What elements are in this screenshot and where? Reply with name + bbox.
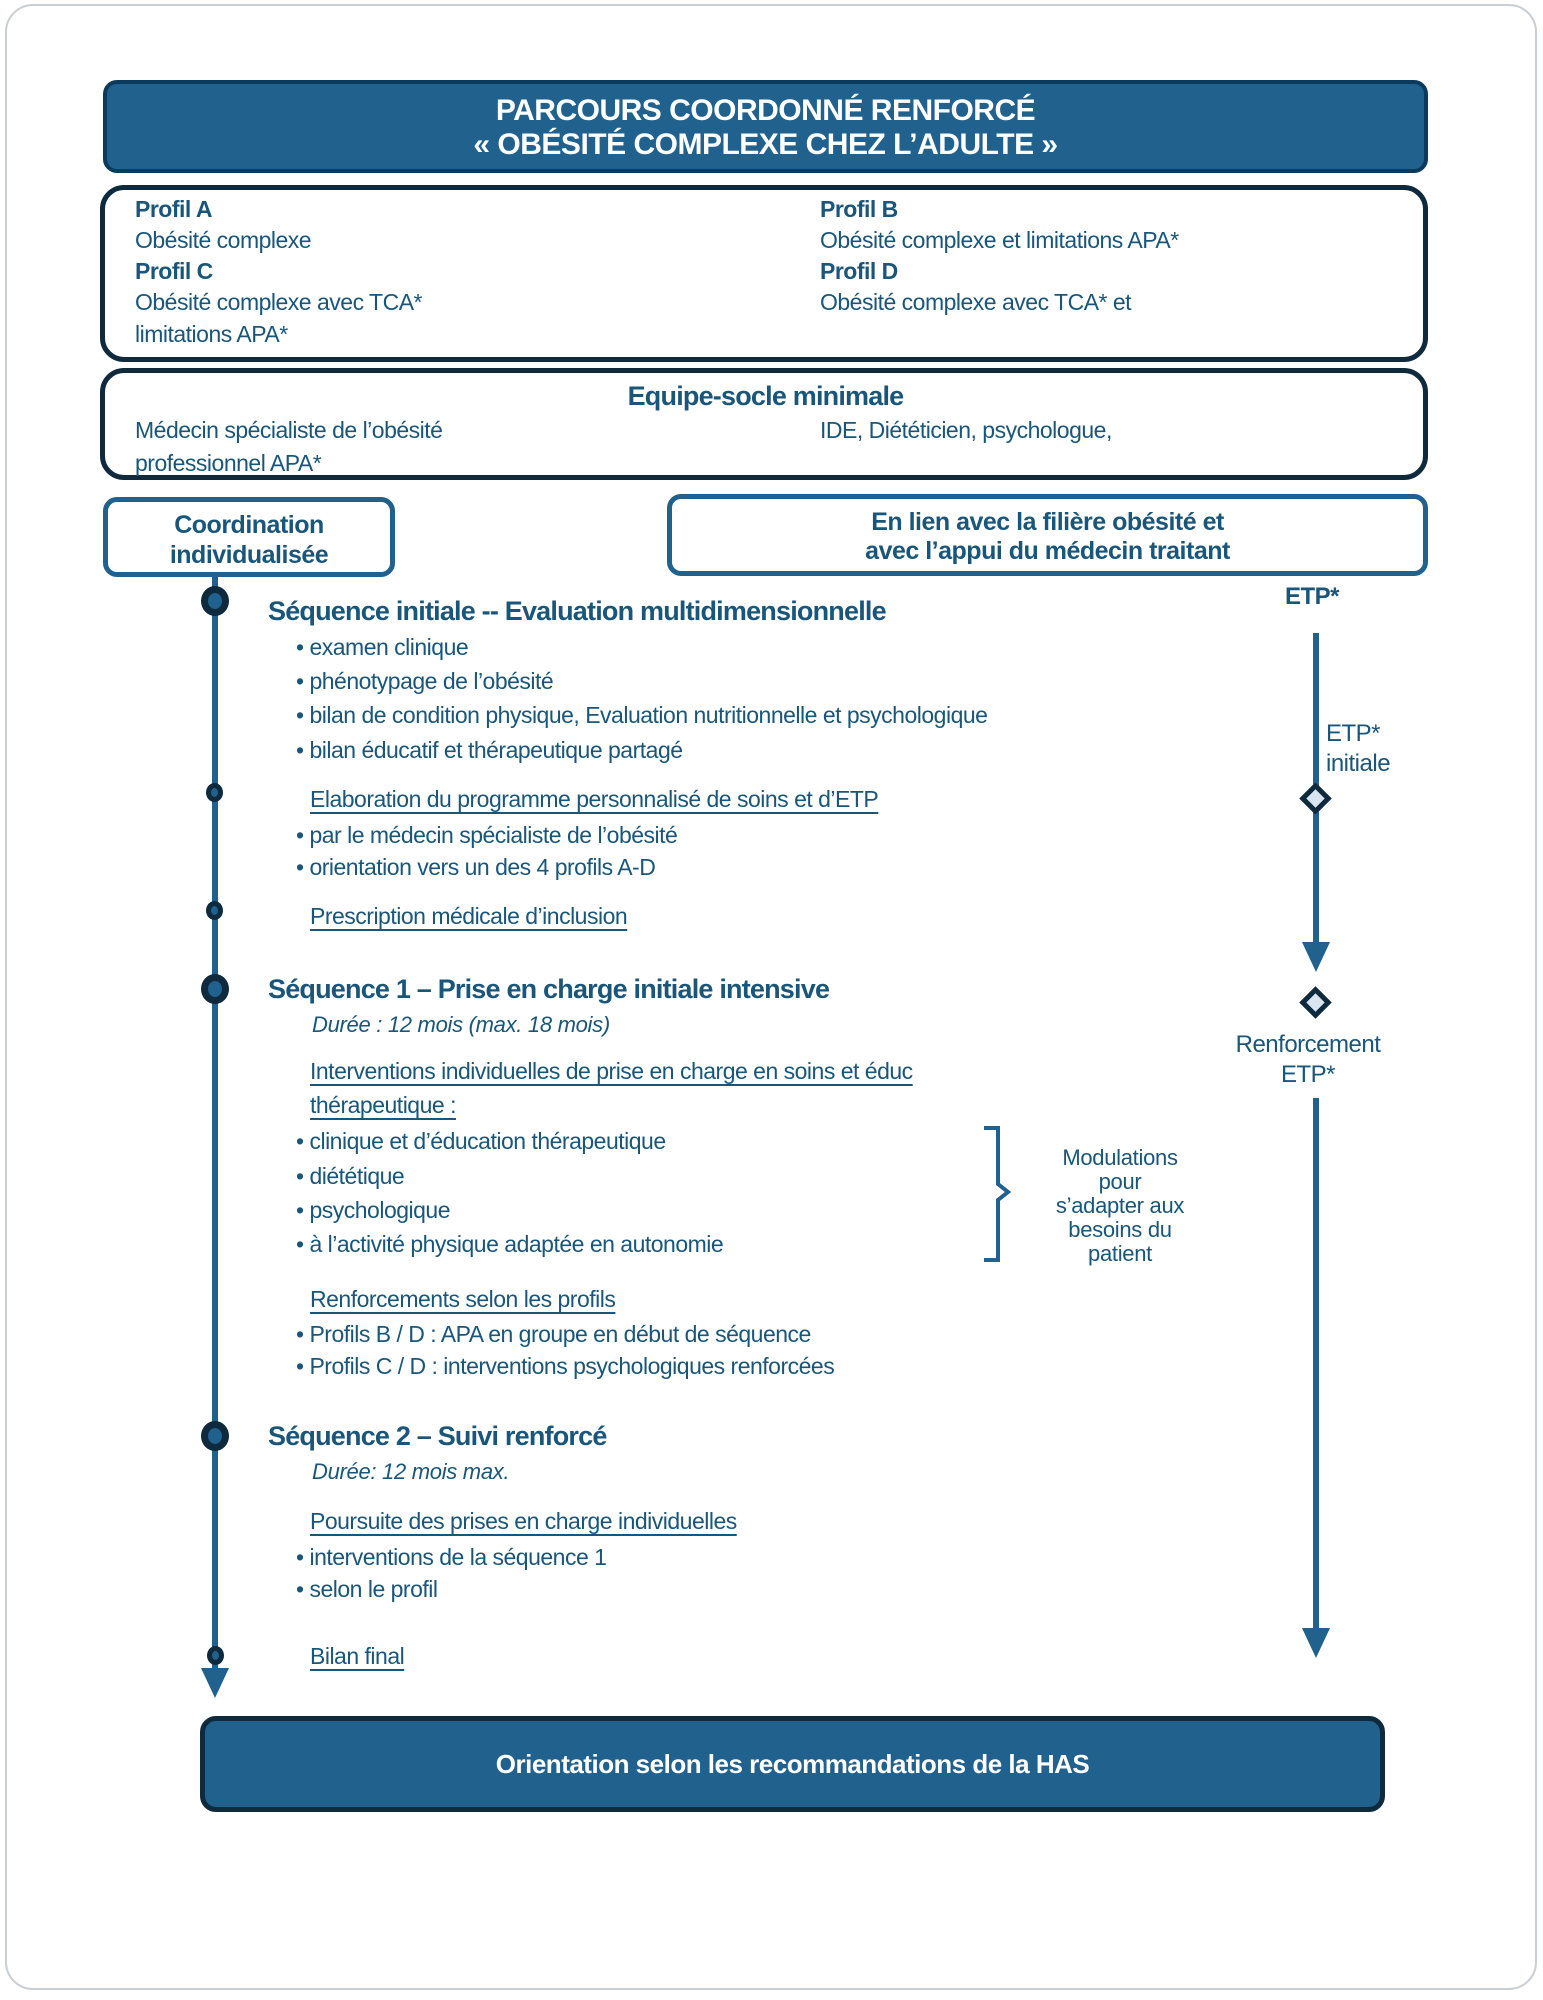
seq1-interventions-line2: thérapeutique : bbox=[310, 1092, 456, 1118]
seq1-bullet: psychologique bbox=[296, 1197, 450, 1224]
etp-initiale-line2: initiale bbox=[1326, 750, 1391, 777]
seq1-bullet: clinique et d’éducation thérapeutique bbox=[296, 1128, 666, 1155]
elaboration-bullet: orientation vers un des 4 profils A-D bbox=[296, 854, 655, 881]
profil-b-desc: Obésité complexe et limitations APA* bbox=[820, 227, 1179, 253]
timeline-arrowhead-icon bbox=[201, 1668, 229, 1698]
header-title-line1: PARCOURS COORDONNÉ RENFORCÉ bbox=[495, 94, 1036, 127]
etp-renforcement-line2: ETP* bbox=[1280, 1061, 1336, 1088]
seq1-bullet: à l’activité physique adaptée en autonom… bbox=[296, 1231, 723, 1258]
elaboration-heading: Elaboration du programme personnalisé de… bbox=[310, 786, 879, 812]
modulation-line3: s’adapter aux bbox=[1055, 1193, 1185, 1218]
timeline-node-seq2-icon bbox=[201, 1421, 229, 1451]
elaboration-bullet: par le médecin spécialiste de l’obésité bbox=[296, 822, 677, 849]
filiere-box: En lien avec la filière obésité et avec … bbox=[667, 494, 1428, 576]
footer-orientation-box: Orientation selon les recommandations de… bbox=[200, 1716, 1385, 1812]
seq-initiale-bullet: phénotypage de l’obésité bbox=[296, 668, 553, 695]
profiles-box bbox=[100, 185, 1428, 362]
timeline-node-elaboration-icon bbox=[206, 783, 223, 802]
filiere-line2: avec l’appui du médecin traitant bbox=[865, 537, 1230, 565]
profil-d-label: Profil D bbox=[820, 258, 898, 284]
seq1-interventions-line1: Interventions individuelles de prise en … bbox=[310, 1058, 913, 1084]
header-title-line2: « OBÉSITÉ COMPLEXE CHEZ L’ADULTE » bbox=[473, 128, 1058, 161]
profil-a-desc: Obésité complexe bbox=[135, 227, 312, 253]
page-border-frame bbox=[5, 4, 1537, 1990]
profil-b-label: Profil B bbox=[820, 196, 898, 222]
equipe-socle-box bbox=[100, 368, 1428, 480]
renforcements-bullet: Profils C / D : interventions psychologi… bbox=[296, 1353, 834, 1380]
renforcements-heading: Renforcements selon les profils bbox=[310, 1286, 616, 1312]
timeline-node-prescription-icon bbox=[206, 901, 223, 920]
seq-initiale-bullet: bilan éducatif et thérapeutique partagé bbox=[296, 737, 683, 764]
profil-c-label: Profil C bbox=[135, 258, 213, 284]
seq2-duration: Durée: 12 mois max. bbox=[312, 1459, 510, 1484]
equipe-title: Equipe-socle minimale bbox=[627, 381, 905, 411]
profil-a-label: Profil A bbox=[135, 196, 212, 222]
coordination-box: Coordination individualisée bbox=[103, 497, 395, 577]
profil-c-desc-line2: limitations APA* bbox=[135, 321, 288, 347]
etp-rail-arrowhead2-icon bbox=[1302, 1628, 1330, 1658]
equipe-left-line1: Médecin spécialiste de l’obésité bbox=[135, 417, 443, 443]
renforcements-bullet: Profils B / D : APA en groupe en début d… bbox=[296, 1321, 811, 1348]
timeline-rail bbox=[212, 577, 218, 1668]
timeline-node-seq-initiale-icon bbox=[201, 586, 229, 616]
etp-top-label: ETP* bbox=[1285, 583, 1340, 610]
equipe-left-line2: professionnel APA* bbox=[135, 450, 322, 476]
modulation-label: Modulations pour s’adapter aux besoins d… bbox=[1030, 1146, 1210, 1266]
seq1-bullet: diététique bbox=[296, 1163, 404, 1190]
seq-initiale-bullet: bilan de condition physique, Evaluation … bbox=[296, 702, 988, 729]
etp-rail-arrowhead1-icon bbox=[1302, 942, 1330, 972]
header-title-box: PARCOURS COORDONNÉ RENFORCÉ « OBÉSITÉ CO… bbox=[103, 80, 1428, 173]
seq2-bullet: selon le profil bbox=[296, 1576, 438, 1603]
coordination-line2: individualisée bbox=[169, 541, 329, 569]
seq1-heading: Séquence 1 – Prise en charge initiale in… bbox=[268, 974, 830, 1004]
modulation-line1: Modulations bbox=[1062, 1145, 1178, 1170]
etp-rail-segment2 bbox=[1313, 1098, 1319, 1628]
seq2-bullet: interventions de la séquence 1 bbox=[296, 1544, 607, 1571]
footer-label: Orientation selon les recommandations de… bbox=[495, 1749, 1090, 1779]
profil-d-desc: Obésité complexe avec TCA* et bbox=[820, 289, 1132, 315]
etp-initiale-line1: ETP* bbox=[1326, 720, 1381, 747]
seq2-heading: Séquence 2 – Suivi renforcé bbox=[268, 1421, 607, 1451]
coordination-line1: Coordination bbox=[174, 511, 324, 539]
etp-renforcement-label: Renforcement ETP* bbox=[1208, 1030, 1408, 1090]
bilan-final-heading: Bilan final bbox=[310, 1643, 405, 1669]
seq1-duration: Durée : 12 mois (max. 18 mois) bbox=[312, 1012, 610, 1037]
timeline-node-seq1-icon bbox=[201, 974, 229, 1004]
prescription-heading: Prescription médicale d’inclusion bbox=[310, 903, 628, 929]
filiere-line1: En lien avec la filière obésité et bbox=[871, 508, 1224, 536]
seq-initiale-bullet: examen clinique bbox=[296, 634, 468, 661]
equipe-right-line1: IDE, Diététicien, psychologue, bbox=[820, 417, 1112, 443]
etp-renforcement-line1: Renforcement bbox=[1235, 1031, 1381, 1058]
etp-initiale-label: ETP* initiale bbox=[1326, 719, 1391, 779]
poursuite-heading: Poursuite des prises en charge individue… bbox=[310, 1508, 737, 1534]
seq-initiale-heading: Séquence initiale -- Evaluation multidim… bbox=[268, 596, 887, 626]
timeline-node-bilan-icon bbox=[207, 1646, 224, 1665]
profil-c-desc-line1: Obésité complexe avec TCA* bbox=[135, 289, 423, 315]
modulation-line4: besoins du bbox=[1068, 1217, 1172, 1242]
modulation-line5: patient bbox=[1088, 1241, 1152, 1266]
modulation-bracket-icon bbox=[984, 1126, 1012, 1262]
modulation-line2: pour bbox=[1098, 1169, 1142, 1194]
